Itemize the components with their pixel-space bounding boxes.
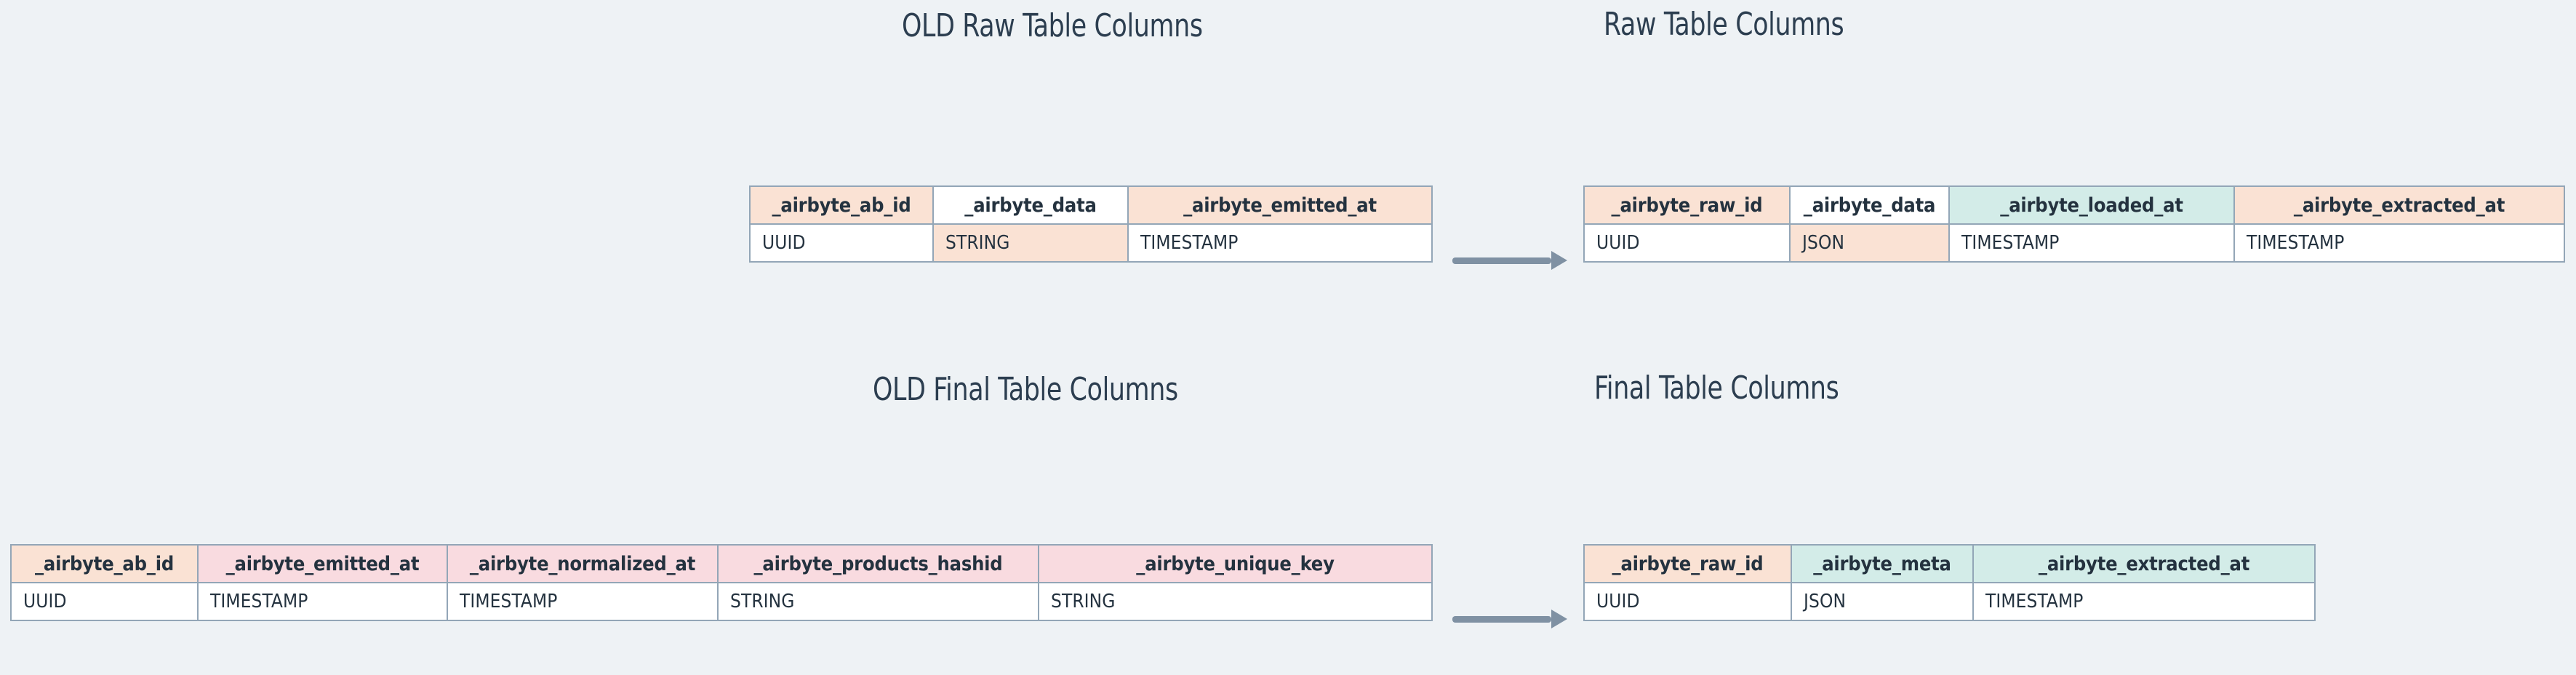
table-header-row: _airbyte_ab_id_airbyte_emitted_at_airbyt… [10,544,1433,583]
raw-transition-arrow [1452,251,1567,270]
new-final-table: _airbyte_raw_id_airbyte_meta_airbyte_ext… [1583,544,2316,621]
column-header-cell: _airbyte_data [932,185,1129,225]
column-type-cell: TIMESTAMP [2233,223,2565,263]
arrow-head-icon [1551,610,1567,628]
arrow-shaft [1452,257,1551,264]
arrow-head-icon [1551,251,1567,270]
column-header-cell: _airbyte_extracted_at [2233,185,2565,225]
column-type-cell: JSON [1791,582,1974,621]
column-type-cell: TIMESTAMP [1948,223,2235,263]
column-type-cell: UUID [749,223,934,263]
column-header-cell: _airbyte_normalized_at [447,544,719,583]
column-type-cell: TIMESTAMP [197,582,448,621]
final-transition-arrow [1452,610,1567,628]
new-raw-table-title: Raw Table Columns [1604,6,1844,43]
column-type-cell: STRING [1038,582,1433,621]
column-header-cell: _airbyte_ab_id [10,544,199,583]
column-header-cell: _airbyte_extracted_at [1972,544,2316,583]
column-type-cell: TIMESTAMP [1972,582,2316,621]
new-final-table-title: Final Table Columns [1594,370,1839,407]
old-raw-table: _airbyte_ab_id_airbyte_data_airbyte_emit… [749,185,1433,263]
column-type-cell: UUID [1583,582,1792,621]
old-final-table: _airbyte_ab_id_airbyte_emitted_at_airbyt… [10,544,1433,621]
column-header-cell: _airbyte_unique_key [1038,544,1433,583]
column-header-cell: _airbyte_emitted_at [1127,185,1433,225]
column-type-cell: UUID [10,582,199,621]
column-header-cell: _airbyte_products_hashid [717,544,1039,583]
table-header-row: _airbyte_raw_id_airbyte_meta_airbyte_ext… [1583,544,2316,583]
column-type-cell: JSON [1789,223,1950,263]
column-type-cell: STRING [717,582,1039,621]
old-raw-table-title: OLD Raw Table Columns [902,7,1203,44]
column-header-cell: _airbyte_emitted_at [197,544,448,583]
column-header-cell: _airbyte_raw_id [1583,185,1791,225]
column-header-cell: _airbyte_ab_id [749,185,934,225]
column-header-cell: _airbyte_data [1789,185,1950,225]
table-header-row: _airbyte_ab_id_airbyte_data_airbyte_emit… [749,185,1433,225]
new-raw-table: _airbyte_raw_id_airbyte_data_airbyte_loa… [1583,185,2565,263]
column-type-cell: STRING [932,223,1129,263]
arrow-shaft [1452,616,1551,623]
column-type-cell: TIMESTAMP [1127,223,1433,263]
column-header-cell: _airbyte_meta [1791,544,1974,583]
column-header-cell: _airbyte_raw_id [1583,544,1792,583]
column-type-cell: UUID [1583,223,1791,263]
column-type-cell: TIMESTAMP [447,582,719,621]
old-final-table-title: OLD Final Table Columns [873,371,1178,408]
column-header-cell: _airbyte_loaded_at [1948,185,2235,225]
table-header-row: _airbyte_raw_id_airbyte_data_airbyte_loa… [1583,185,2565,225]
